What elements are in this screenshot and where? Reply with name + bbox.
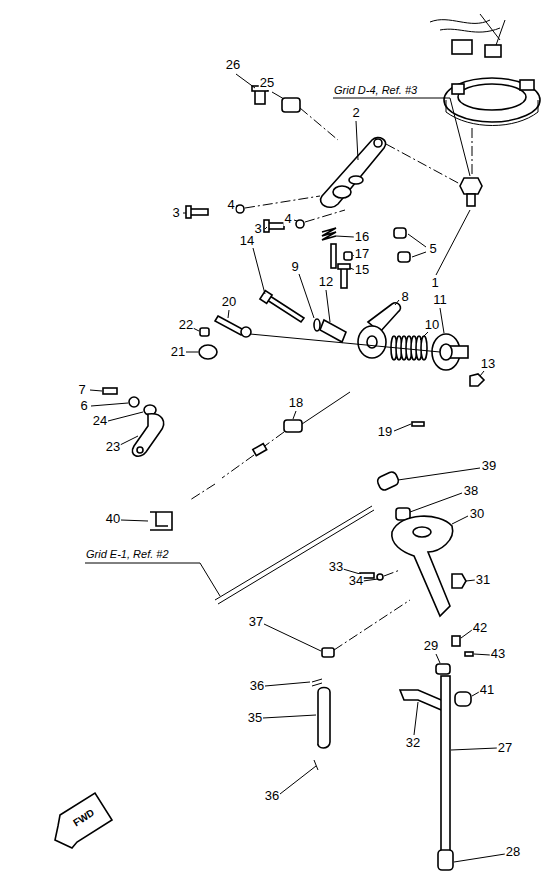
callout-number: 26 [225,58,241,72]
callout-number: 18 [288,396,304,410]
stator-harness [430,14,540,126]
reference-note: Grid E-1, Ref. #2 [85,547,170,561]
callout-number: 35 [247,711,263,725]
callout-number: 31 [475,573,491,587]
leader-lines [90,74,505,862]
callout-number: 32 [405,736,421,750]
callout-number: 28 [505,845,521,859]
callout-number: 7 [77,383,86,397]
callout-number: 9 [290,260,299,274]
callout-number: 23 [105,440,121,454]
callout-number: 43 [490,647,506,661]
callout-number: 10 [424,318,440,332]
callout-number: 16 [354,230,370,244]
callout-number: 40 [105,512,121,526]
callout-number: 12 [318,275,334,289]
callout-number: 4 [283,212,292,226]
callout-number: 34 [348,574,364,588]
callout-number: 2 [351,106,360,120]
lever-arm [321,138,386,208]
callout-number: 22 [178,318,194,332]
callout-number: 24 [92,414,108,428]
callout-number: 13 [480,357,496,371]
callout-number: 33 [328,560,344,574]
callout-number: 37 [248,615,264,629]
callout-number: 36 [249,679,265,693]
bracket [392,516,453,616]
reference-note: Grid D-4, Ref. #3 [333,83,418,97]
callout-number: 27 [497,741,513,755]
callout-number: 30 [469,507,485,521]
callout-number: 15 [354,263,370,277]
callout-number: 19 [377,425,393,439]
direction-mark: FWD [70,805,98,830]
callout-number: 41 [479,683,495,697]
callout-number: 36 [264,789,280,803]
callout-number: 1 [430,276,439,290]
callout-number: 39 [481,459,497,473]
callout-number: 4 [226,198,235,212]
callout-number: 17 [354,247,370,261]
callout-number: 6 [79,399,88,413]
callout-number: 29 [423,639,439,653]
callout-number: 42 [472,621,488,635]
callout-number: 3 [171,206,180,220]
callout-number: 38 [463,484,479,498]
callout-number: 8 [400,290,409,304]
bolt [460,178,482,206]
callout-number: 20 [221,295,237,309]
callout-number: 5 [428,242,437,256]
callout-number: 25 [259,76,275,90]
spring-coil [421,336,427,360]
callout-number: 11 [432,293,448,307]
callout-number: 14 [239,234,255,248]
callout-number: 21 [170,345,186,359]
